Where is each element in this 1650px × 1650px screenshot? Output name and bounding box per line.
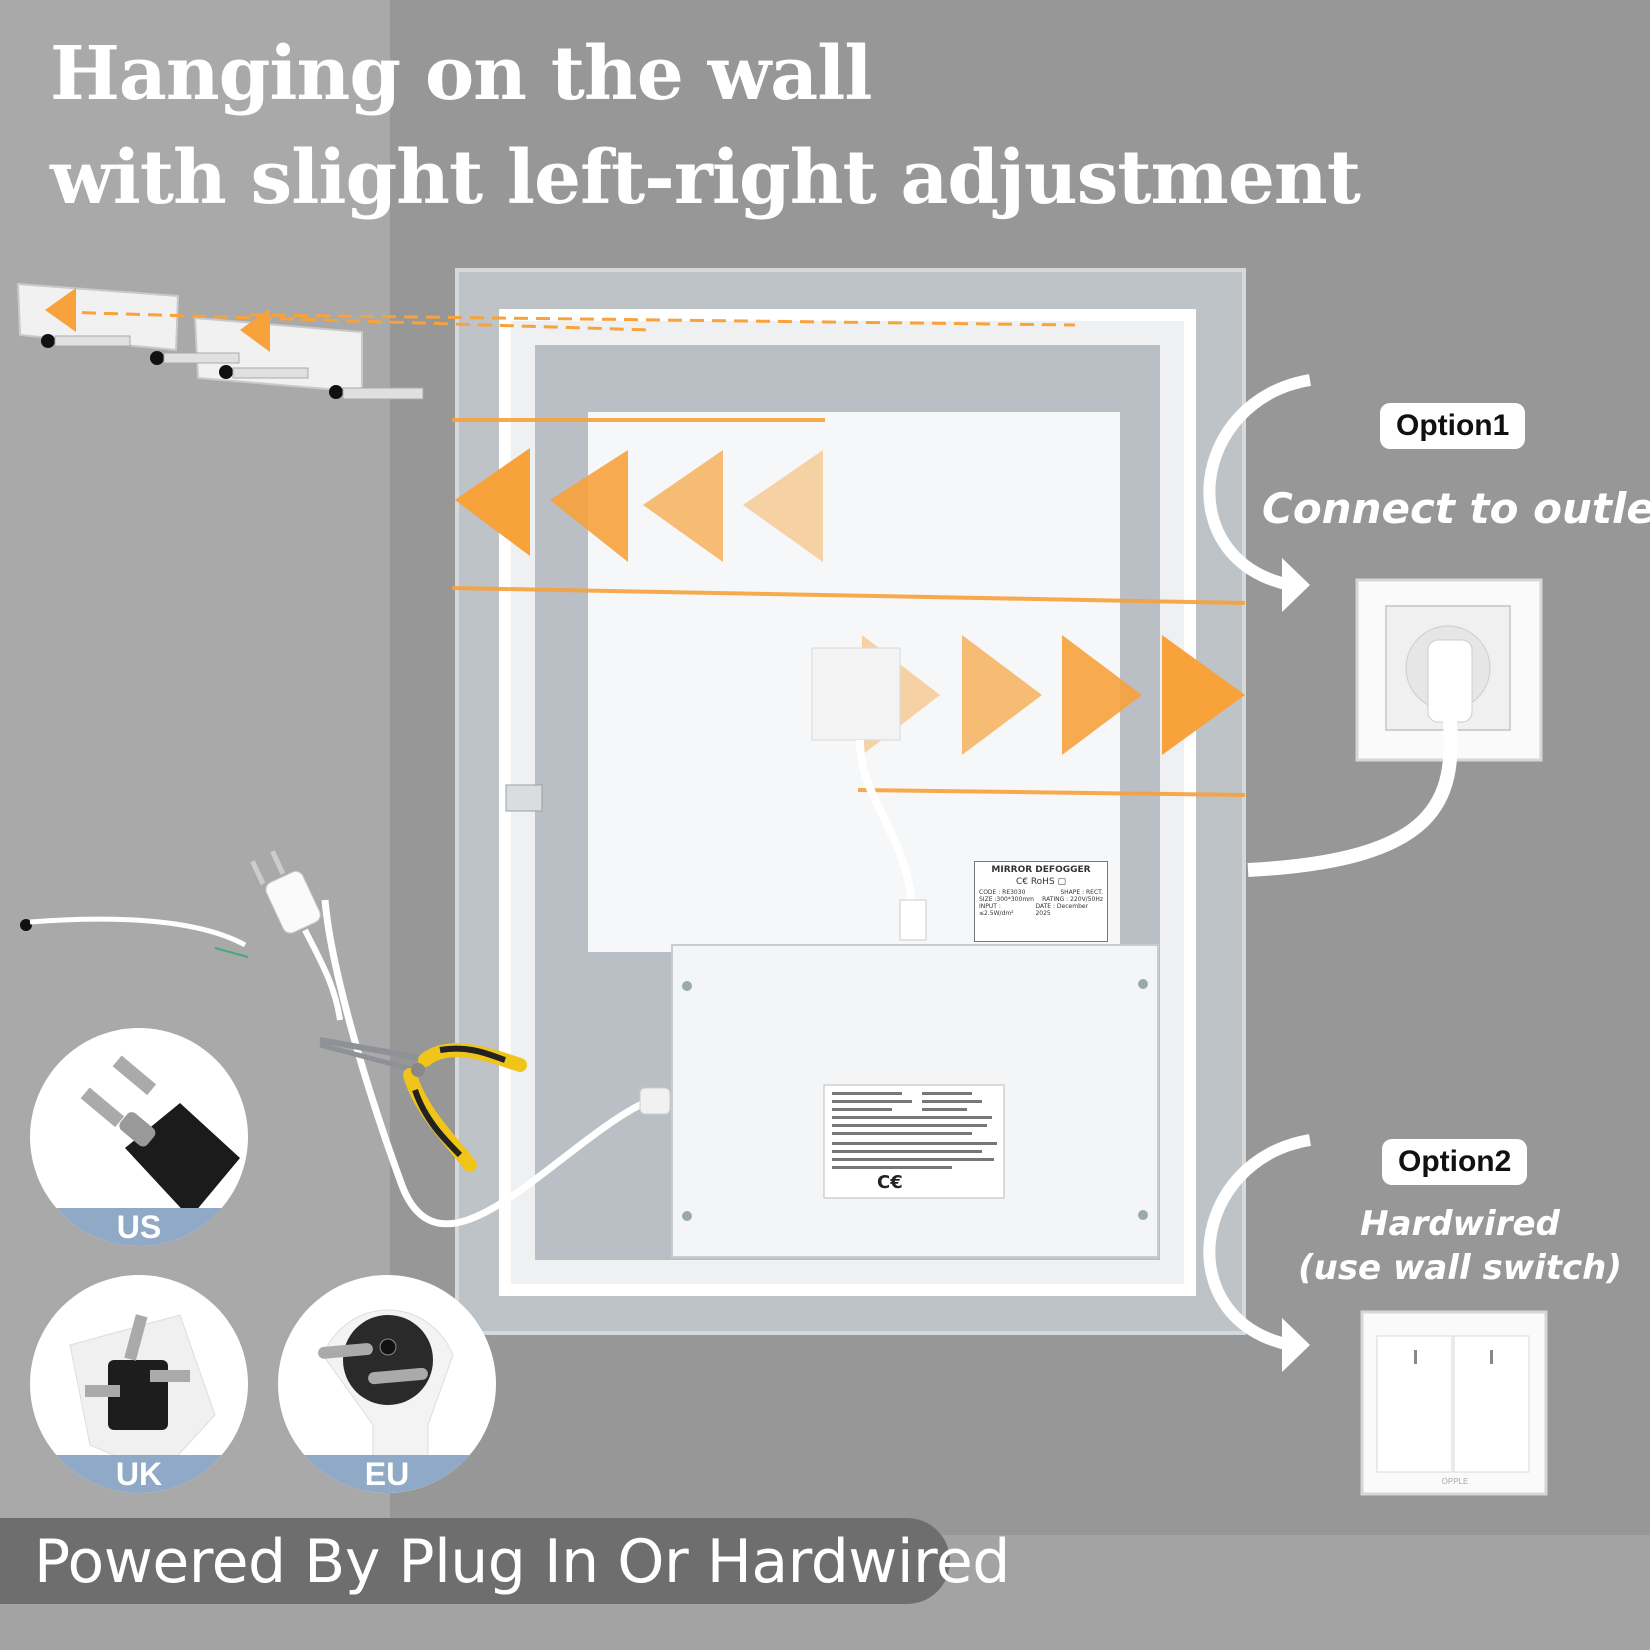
defogger-label-date: DATE : December 2025 — [1035, 903, 1089, 917]
footer-bar — [0, 1518, 950, 1604]
option1-caption: Connect to outlet — [1262, 484, 1650, 533]
headline-line2: with slight left-right adjustment — [50, 135, 1361, 221]
option2-badge: Option2 — [1382, 1139, 1528, 1185]
uk-plug-icon — [69, 1314, 216, 1476]
plug-eu-label: EU — [364, 1456, 410, 1492]
certification-marks: C€ RoHS ▢ — [1015, 877, 1067, 887]
option2-caption-line2: (use wall switch) — [1298, 1248, 1622, 1288]
arrow-left-1 — [455, 448, 530, 556]
plug-uk-circle: UK — [30, 1275, 248, 1493]
defogger-label-input: INPUT : ≤2.5W/dm² — [979, 903, 1014, 917]
defogger-label-rating: RATING : 220V/50Hz — [1042, 896, 1103, 903]
arrow-left-2 — [550, 450, 628, 562]
us-plug-icon — [80, 1055, 240, 1218]
wall-outlet — [1247, 578, 1543, 877]
headline-line1: Hanging on the wall — [50, 31, 872, 117]
option1-badge: Option1 — [1380, 403, 1526, 449]
side-bracket — [505, 784, 543, 812]
defogger-label-shape: SHAPE : RECT. — [1060, 889, 1103, 896]
svg-text:C€: C€ — [877, 1172, 903, 1193]
switch-brand: OPPLE — [1441, 1477, 1469, 1486]
wall-mount-brackets — [16, 282, 1076, 400]
defogger-label-title: MIRROR DEFOGGER — [991, 865, 1091, 875]
plug-uk-label: UK — [115, 1456, 163, 1492]
arrow-right-3 — [1062, 635, 1142, 755]
arrow-right-4 — [1162, 635, 1245, 755]
defogger-label-size: SIZE :300*300mm — [979, 896, 1035, 903]
wall-switch — [1360, 1310, 1548, 1496]
defogger-spec-label: MIRROR DEFOGGER C€ RoHS ▢ CODE : RE3030 … — [974, 861, 1108, 942]
defogger-label-code: CODE : RE3030 — [979, 889, 1026, 896]
footer-text: Powered By Plug In Or Hardwired — [34, 1527, 1010, 1597]
plug-us-label: US — [116, 1209, 162, 1245]
arrow-left-4 — [743, 450, 823, 562]
plug-us-circle: US — [30, 1028, 248, 1246]
arrow-left-3 — [643, 450, 723, 562]
eu-plug-icon — [318, 1309, 454, 1493]
dangling-us-plug — [250, 850, 343, 1021]
headline: Hanging on the wall with slight left-rig… — [50, 22, 1361, 230]
option2-caption-line1: Hardwired — [1360, 1204, 1560, 1244]
wire-cutter-pliers — [319, 1037, 527, 1172]
plug-eu-circle: EU — [278, 1275, 496, 1493]
arrow-right-2 — [962, 635, 1042, 755]
